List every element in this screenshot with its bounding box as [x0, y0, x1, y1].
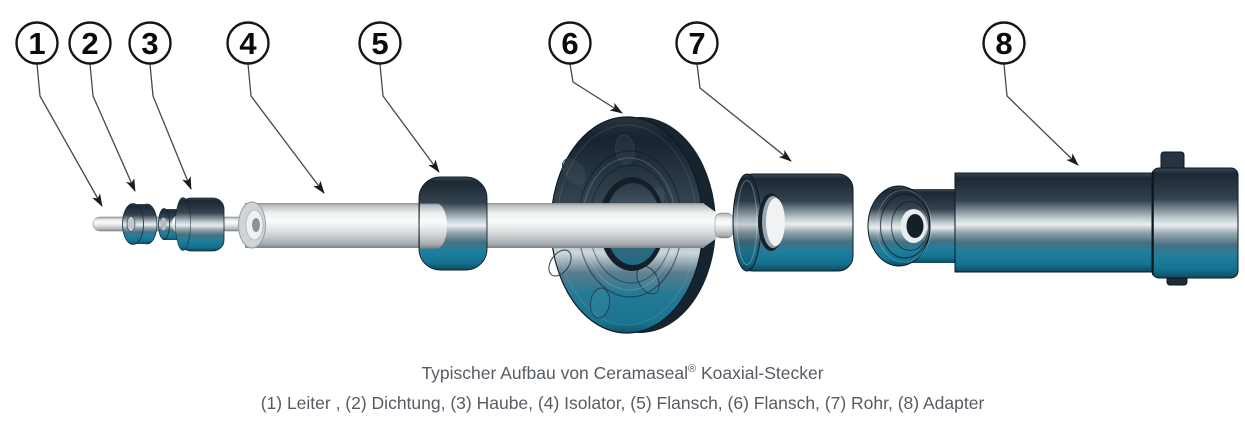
callout-circle-5 [358, 21, 402, 65]
cap-body-face [175, 197, 191, 251]
caption-title-line: Typischer Aufbau von Ceramaseal® Koaxial… [0, 358, 1245, 388]
part-haube-3 [158, 197, 225, 252]
callout-number-1: 1 [28, 26, 45, 61]
leader-line-5 [379, 63, 440, 173]
part-adapter-8 [867, 151, 1239, 286]
adapter-nose-ring-2 [879, 193, 931, 259]
callout-7: 7 [675, 21, 719, 65]
leader-line-3 [149, 63, 192, 190]
rohr-end-shade [733, 174, 761, 271]
exploded-view-drawing: 1 2 3 4 5 6 7 8 [15, 21, 1239, 334]
leader-line-2 [89, 63, 136, 192]
rohr-hole-inner [766, 198, 785, 246]
callout-number-6: 6 [561, 26, 578, 61]
callout-8: 8 [982, 21, 1026, 65]
figure-caption: Typischer Aufbau von Ceramaseal® Koaxial… [0, 358, 1245, 418]
callout-circle-8 [982, 21, 1026, 65]
adapter-nose-hole [906, 214, 924, 238]
isolator-end-hole [252, 218, 260, 232]
bolt-hole [589, 287, 611, 319]
leader-line-8 [1003, 63, 1079, 166]
bolt-hole [561, 158, 587, 186]
caption-title-suffix: Koaxial-Stecker [696, 363, 824, 383]
rohr-end-highlight [736, 179, 758, 266]
leader-lines [36, 63, 1079, 207]
leader-line-1 [36, 63, 103, 207]
callout-number-7: 7 [688, 26, 705, 61]
adapter-main-body [954, 172, 1156, 273]
callout-5: 5 [358, 21, 402, 65]
callout-2: 2 [68, 21, 112, 65]
callout-6: 6 [548, 21, 592, 65]
caption-title-prefix: Typischer Aufbau von Ceramaseal [421, 363, 688, 383]
callout-4: 4 [226, 21, 270, 65]
callout-number-3: 3 [141, 26, 158, 61]
callout-circle-4 [226, 21, 270, 65]
callout-circle-2 [68, 21, 112, 65]
callout-1: 1 [15, 21, 59, 65]
callout-circle-6 [548, 21, 592, 65]
part-rohr-7 [732, 173, 854, 272]
washer-hole [126, 216, 136, 232]
callout-3: 3 [128, 21, 172, 65]
isolator-tip [714, 212, 734, 239]
part-flansch-5 [418, 176, 488, 271]
callout-balloons: 1 2 3 4 5 6 7 8 [15, 21, 1026, 65]
bolt-hole [614, 134, 636, 166]
callout-number-5: 5 [371, 26, 388, 61]
part-dichtung-2 [122, 203, 158, 245]
leader-line-4 [247, 63, 325, 194]
callout-number-4: 4 [239, 26, 257, 61]
callout-circle-1 [15, 21, 59, 65]
adapter-collar [1151, 167, 1239, 279]
adapter-nose-highlight [876, 189, 932, 263]
isolator-taper [703, 203, 717, 248]
bolt-hole [548, 249, 572, 277]
adapter-nose-ring-3 [890, 200, 930, 252]
ring-bore-tube [420, 203, 447, 249]
registered-trademark-symbol: ® [688, 363, 697, 376]
leader-line-7 [696, 63, 792, 162]
callout-number-8: 8 [995, 26, 1012, 61]
callout-circle-3 [128, 21, 172, 65]
callout-number-2: 2 [81, 26, 98, 61]
caption-legend-line: (1) Leiter , (2) Dichtung, (3) Haube, (4… [260, 393, 985, 413]
leader-line-6 [569, 63, 623, 114]
callout-circle-7 [675, 21, 719, 65]
cap-neck-hole [160, 217, 167, 231]
